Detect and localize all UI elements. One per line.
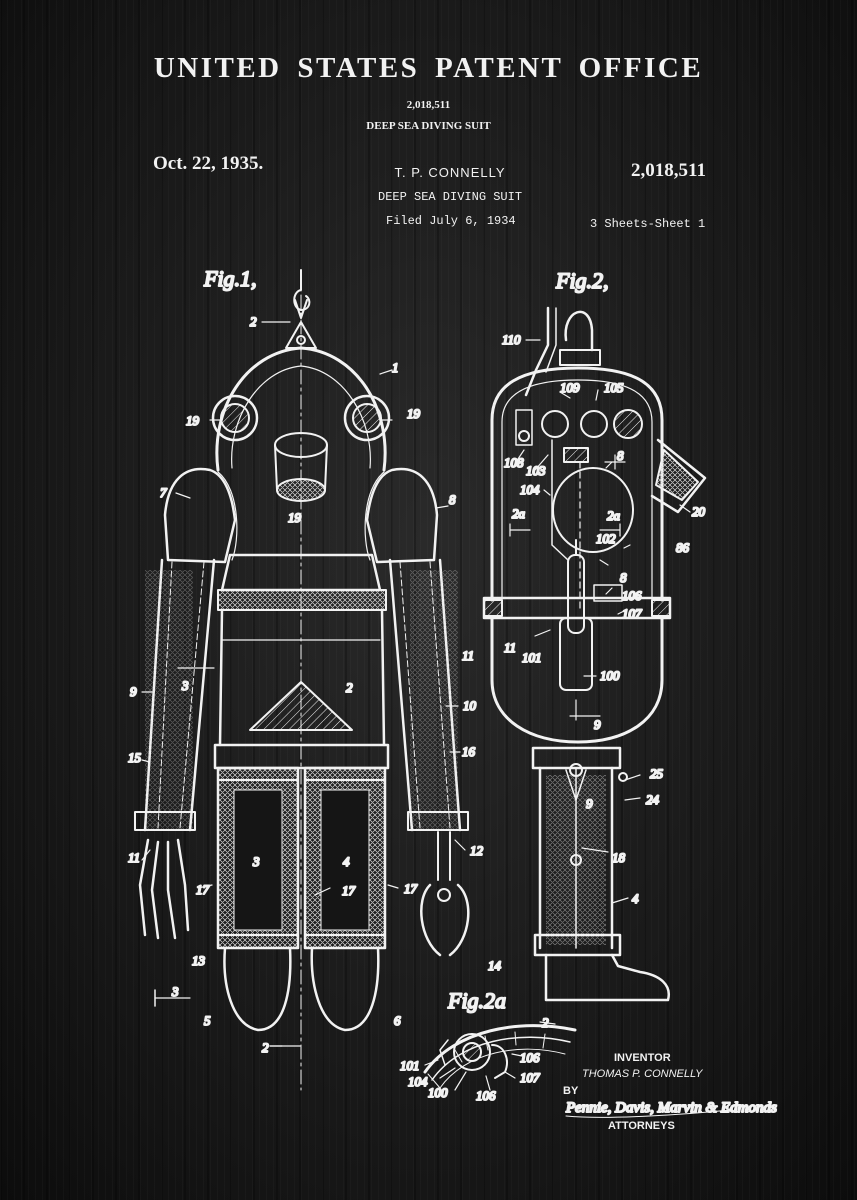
ref-numeral: 8 xyxy=(449,492,456,507)
ref-numeral: 25 xyxy=(650,766,664,781)
fig1-label: Fig.1, xyxy=(203,266,257,291)
patent-number-small: 2,018,511 xyxy=(406,99,451,111)
ref-numeral: 8 xyxy=(620,570,627,585)
fig2-label: Fig.2, xyxy=(555,268,609,293)
ref-numeral: 2a xyxy=(512,506,526,521)
ref-numeral: 3 xyxy=(181,678,189,693)
attorneys-signature: Pennie, Davis, Marvin & Edmonds xyxy=(565,1100,777,1116)
figure-1-diving-suit xyxy=(134,269,470,1091)
ref-numeral: 2 xyxy=(542,1015,549,1030)
ref-numeral: 19 xyxy=(407,406,421,421)
figure-2a-detail xyxy=(423,1021,577,1091)
ref-numeral: 9 xyxy=(586,796,593,811)
ref-numeral: 101 xyxy=(522,650,542,665)
title-small: DEEP SEA DIVING SUIT xyxy=(366,120,491,132)
ref-numeral: 17 xyxy=(342,883,356,898)
ref-numeral: 108 xyxy=(504,455,524,470)
ref-numeral: 2 xyxy=(262,1040,269,1055)
ref-numeral: 106 xyxy=(476,1088,496,1103)
ref-numeral: 4 xyxy=(343,854,350,869)
ref-numeral: 100 xyxy=(428,1085,448,1100)
figure-2a-reference-numerals: Fig.2a 2 101 104 100 106 106 107 xyxy=(399,987,550,1104)
ref-numeral: 103 xyxy=(526,463,546,478)
ref-numeral: 10 xyxy=(463,698,477,713)
ref-numeral: 18 xyxy=(612,850,626,865)
ref-numeral: 17 xyxy=(196,882,210,897)
inventor-name: THOMAS P. CONNELLY xyxy=(582,1068,703,1080)
ref-numeral: 17 xyxy=(404,881,418,896)
ref-numeral: 102 xyxy=(596,531,616,546)
filed-date: Filed July 6, 1934 xyxy=(386,214,516,228)
ref-numeral: 86 xyxy=(676,540,690,555)
patent-date: Oct. 22, 1935. xyxy=(153,153,264,174)
ref-numeral: 5 xyxy=(204,1013,211,1028)
figure-2-reference-numerals: Fig.2, 110 109 105 108 103 8 104 2a 2a 2… xyxy=(501,267,707,907)
figure-1-reference-numerals: Fig.1, 2 1 19 19 19 7 8 9 3 2 10 11 15 1… xyxy=(127,265,503,1056)
ref-numeral: 9 xyxy=(130,684,137,699)
ref-numeral: 11 xyxy=(128,850,140,865)
ref-numeral: 105 xyxy=(604,380,624,395)
ref-numeral: 11 xyxy=(462,648,474,663)
ref-numeral: 106 xyxy=(622,588,642,603)
ref-numeral: 9 xyxy=(594,717,601,732)
ref-numeral: 4 xyxy=(632,891,639,906)
ref-numeral: 107 xyxy=(622,606,642,621)
ref-numeral: 1 xyxy=(392,360,399,375)
ref-numeral: 106 xyxy=(520,1050,540,1065)
ref-numeral: 100 xyxy=(600,668,620,683)
inventor-label: INVENTOR xyxy=(614,1052,671,1064)
ref-numeral: 104 xyxy=(408,1074,428,1089)
by-label: BY xyxy=(563,1085,579,1097)
inventor-line: T. P. CONNELLY xyxy=(394,165,506,180)
ref-numeral: 16 xyxy=(462,744,476,759)
signature-underline xyxy=(565,1109,731,1118)
ref-numeral: 6 xyxy=(394,1013,401,1028)
patent-number: 2,018,511 xyxy=(631,160,706,181)
ref-numeral: 2 xyxy=(250,314,257,329)
ref-numeral: 107 xyxy=(520,1070,540,1085)
ref-numeral: 24 xyxy=(646,792,660,807)
ref-numeral: 14 xyxy=(488,958,502,973)
ref-numeral: 19 xyxy=(186,413,200,428)
ref-numeral: 104 xyxy=(520,482,540,497)
ref-numeral: 12 xyxy=(470,843,484,858)
ref-numeral: 2 xyxy=(346,680,353,695)
ref-numeral: 11 xyxy=(504,640,516,655)
ref-numeral: 7 xyxy=(160,485,167,500)
ref-numeral: 20 xyxy=(692,504,706,519)
attorneys-label: ATTORNEYS xyxy=(608,1120,675,1132)
ref-numeral: 109 xyxy=(560,380,580,395)
ref-numeral: 8 xyxy=(617,448,624,463)
ref-numeral: 3 xyxy=(171,984,179,999)
ref-numeral: 13 xyxy=(192,953,206,968)
title-line: DEEP SEA DIVING SUIT xyxy=(378,190,523,204)
figure-2-section-view xyxy=(482,306,707,1002)
ref-numeral: 19 xyxy=(288,510,302,525)
office-title: UNITED STATES PATENT OFFICE xyxy=(153,52,704,84)
fig2a-label: Fig.2a xyxy=(447,988,506,1013)
ref-numeral: 3 xyxy=(252,854,260,869)
ref-numeral: 110 xyxy=(502,332,521,347)
ref-numeral: 101 xyxy=(400,1058,420,1073)
ref-numeral: 15 xyxy=(128,750,142,765)
ref-numeral: 2a xyxy=(607,508,621,523)
sheet-count: 3 Sheets-Sheet 1 xyxy=(590,217,706,231)
